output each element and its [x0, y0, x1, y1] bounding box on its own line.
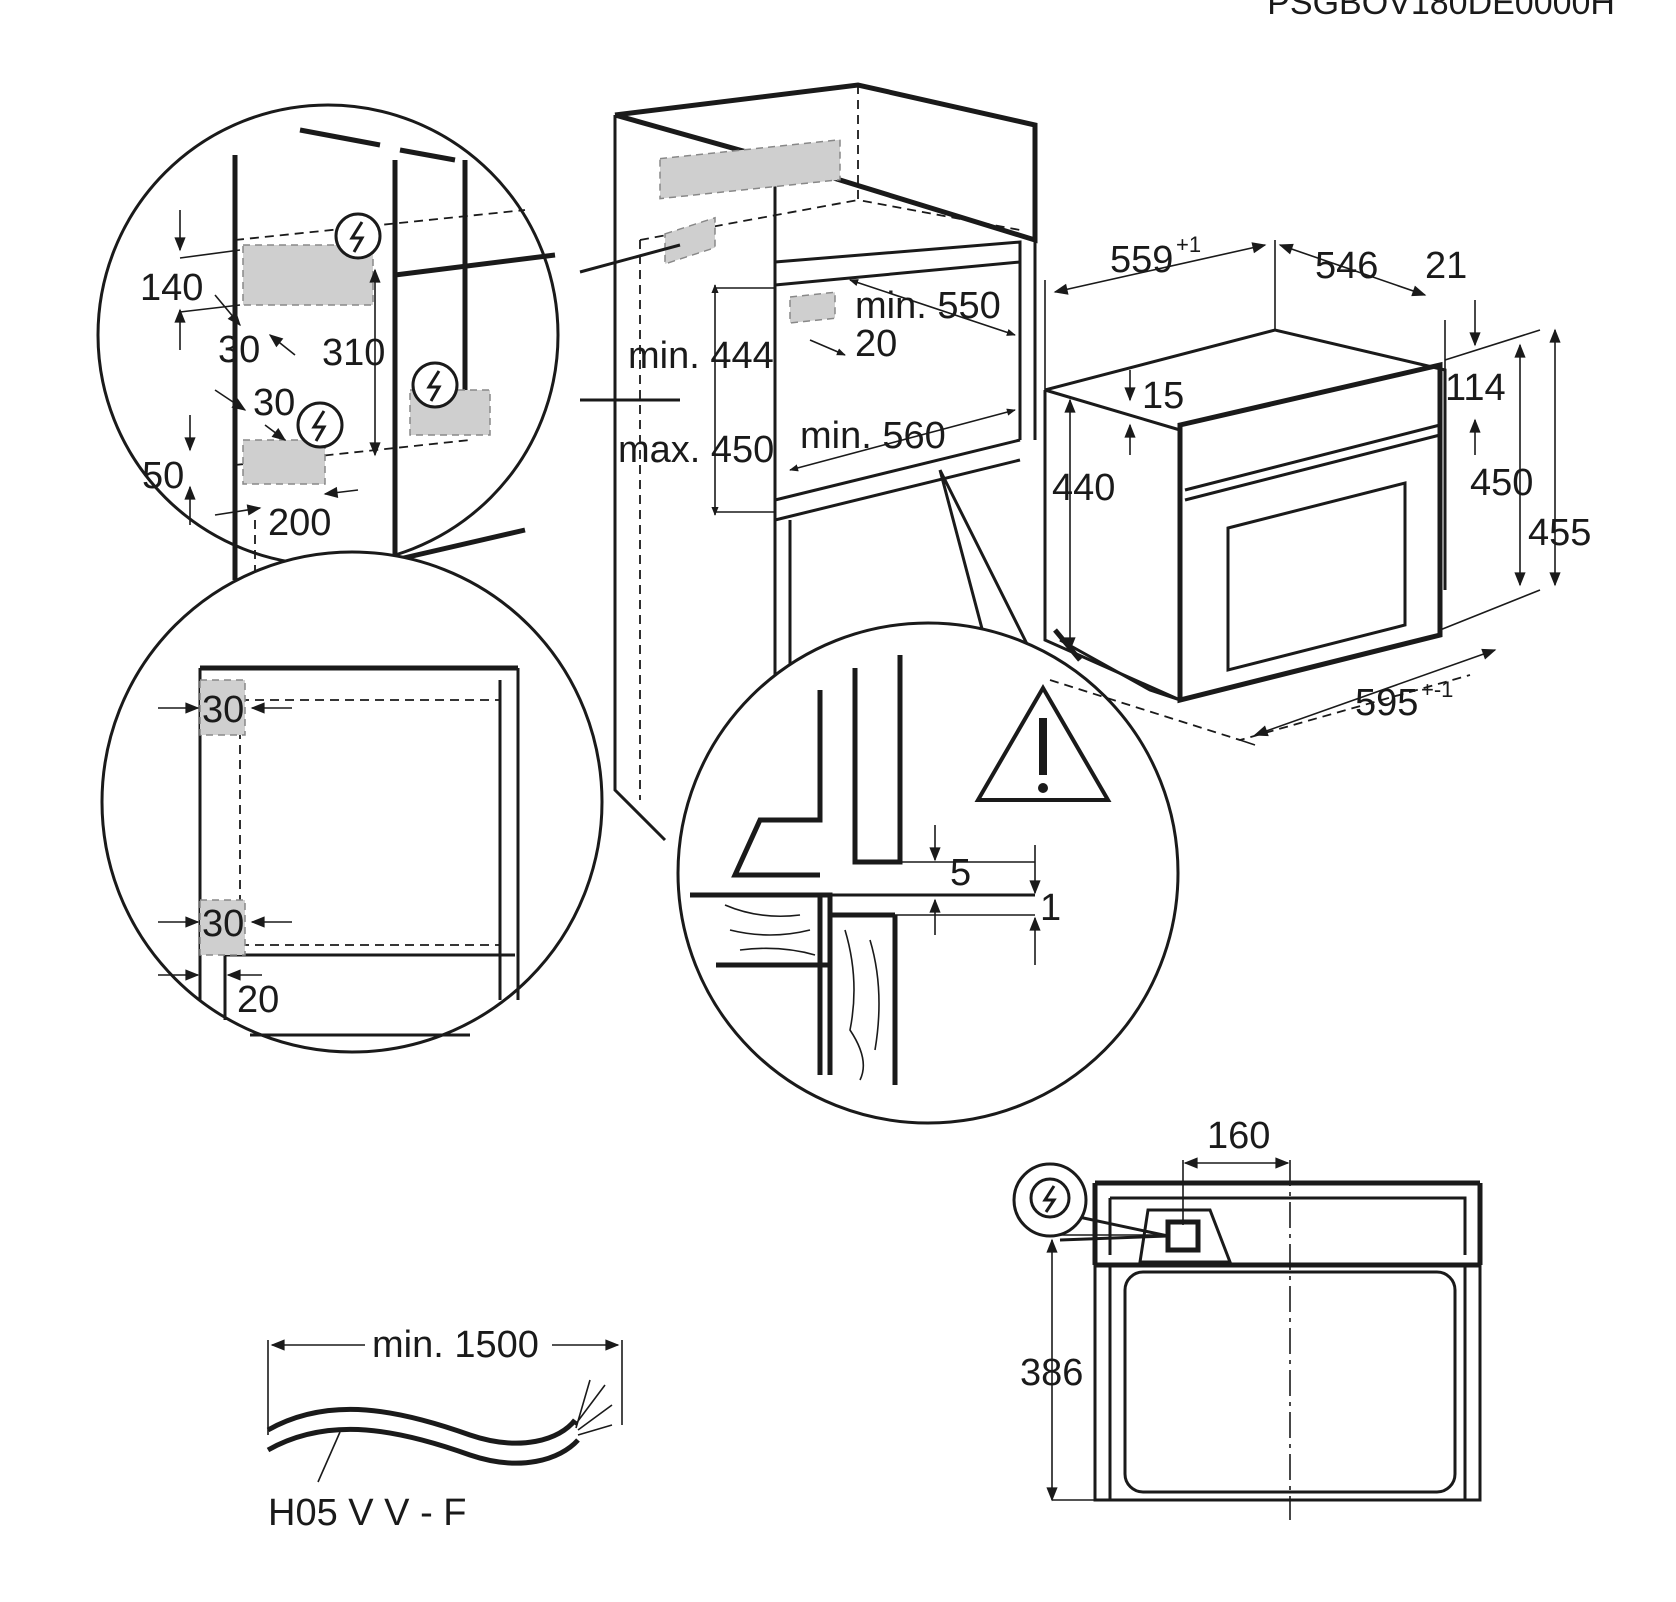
dim-595: 595	[1355, 682, 1418, 724]
power-cable: min. 1500 H05 V V - F	[266, 1324, 623, 1534]
cabinet-socket-zone-top	[659, 138, 841, 200]
dim-140: 140	[140, 267, 203, 309]
cable-length-label: min. 1500	[372, 1324, 539, 1366]
dim-546: 546	[1315, 245, 1378, 287]
drawing-code: PSGBOV180DE0000H	[1267, 0, 1615, 22]
dim-450: 450	[1470, 462, 1533, 504]
detail-side-clearance: 30 30 20	[100, 550, 604, 1054]
min-560-label: min. 560	[800, 415, 946, 457]
dim-1: 1	[1040, 887, 1061, 929]
dim-5: 5	[950, 852, 971, 894]
detail-leader-bottom	[938, 469, 1032, 651]
dim-200: 200	[268, 502, 331, 544]
electric-socket-icon	[334, 212, 382, 260]
electric-socket-icon	[1012, 1162, 1088, 1238]
dim-30-top: 30	[202, 689, 244, 731]
dim-114: 114	[1445, 367, 1506, 409]
detail-gap: 5 1	[676, 621, 1180, 1125]
dim-20-side: 20	[237, 979, 279, 1021]
detail-leader-top	[579, 243, 681, 402]
dim-310: 310	[322, 332, 385, 374]
dim-21: 21	[1425, 245, 1467, 287]
cabinet-housing: min. 444 min. 550 20 min. 560 max. 450	[613, 82, 1038, 842]
side-gap-bottom	[199, 899, 246, 956]
dim-595-tolerance: +-1	[1421, 677, 1453, 702]
min-550-label: min. 550	[855, 285, 1001, 327]
electric-socket-icon	[296, 401, 344, 449]
oven-unit: 559 +1 546 21 15 114 440 450 455 595 +-1	[1043, 232, 1591, 746]
socket-zone-lower	[242, 439, 326, 485]
warning-triangle-icon	[974, 684, 1112, 802]
detail-socket-positions: 140 30 310 30 50 200	[96, 103, 560, 580]
dim-15: 15	[1142, 375, 1184, 417]
dim-160: 160	[1207, 1115, 1270, 1157]
dim-386: 386	[1020, 1352, 1083, 1394]
dim-50: 50	[142, 455, 184, 497]
cabinet-socket-zone-low	[664, 216, 716, 265]
dim-30-bottom: 30	[202, 903, 244, 945]
cable-type-label: H05 V V - F	[268, 1492, 467, 1534]
max-450-label: max. 450	[618, 429, 774, 471]
depth-20-label: 20	[855, 323, 897, 365]
cabinet-socket-zone-mid	[789, 291, 836, 324]
electric-socket-icon	[411, 361, 459, 409]
dim-30-left: 30	[218, 329, 260, 371]
dim-559-tolerance: +1	[1176, 232, 1201, 257]
min-444-label: min. 444	[628, 335, 774, 377]
dim-559: 559	[1110, 239, 1173, 281]
dim-455: 455	[1528, 512, 1591, 554]
front-view: 160 386	[1012, 1115, 1483, 1520]
side-gap-top	[199, 679, 246, 736]
dim-30-mid: 30	[253, 382, 295, 424]
dim-440: 440	[1052, 467, 1115, 509]
